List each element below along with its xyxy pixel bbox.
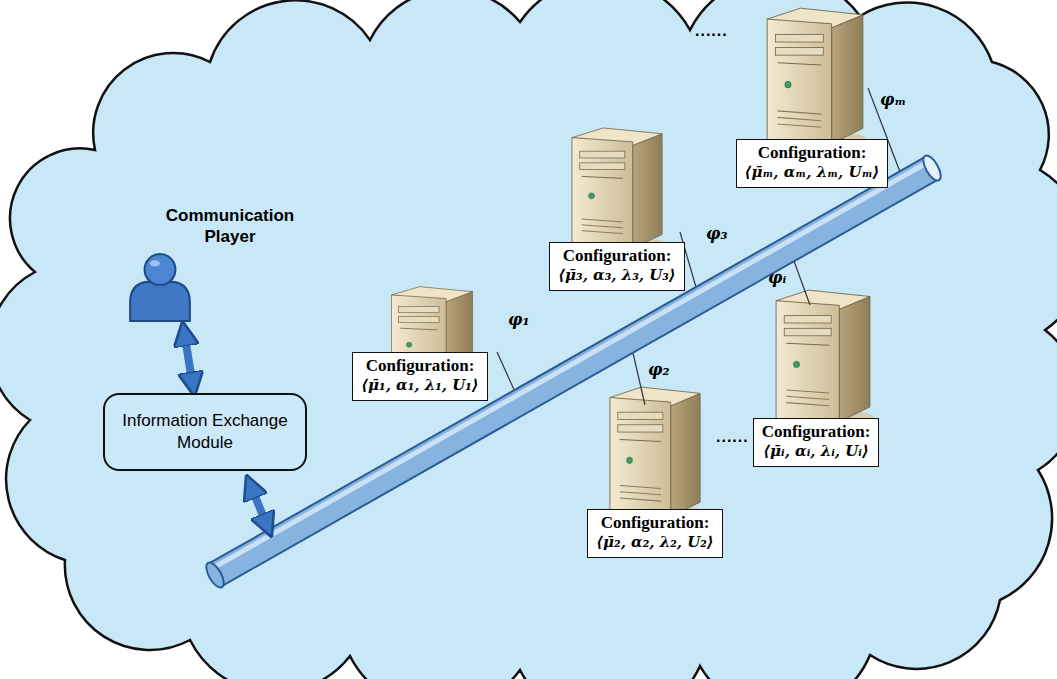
- config-heading: Configuration:: [762, 422, 871, 441]
- pipe: [203, 153, 944, 590]
- config-heading: Configuration:: [558, 246, 675, 265]
- exchange-arrow: [250, 484, 268, 528]
- config-tuple: ⟨μ̄₂, α₂, λ₂, U₂⟩: [596, 532, 713, 553]
- node-label: Communication Player: [160, 205, 300, 247]
- ellipsis-mark: ......: [695, 22, 728, 40]
- config-tuple: ⟨μ̄₁, α₁, λ₁, U₁⟩: [361, 375, 478, 396]
- configuration-box: Configuration:⟨μ̄ₘ, αₘ, λₘ, Uₘ⟩: [736, 139, 889, 188]
- link-label: φᵢ: [768, 268, 786, 287]
- config-tuple: ⟨μ̄ₘ, αₘ, λₘ, Uₘ⟩: [745, 162, 880, 183]
- ellipsis-mark: ......: [716, 428, 749, 446]
- person-icon: [124, 251, 196, 323]
- configuration-box: Configuration:⟨μ̄₃, α₃, λ₃, U₃⟩: [549, 242, 684, 291]
- link-label: φ₁: [508, 310, 529, 329]
- double-arrow: [184, 331, 193, 387]
- config-tuple: ⟨μ̄₃, α₃, λ₃, U₃⟩: [558, 265, 675, 286]
- node-label: Information Exchange Module: [105, 406, 305, 458]
- config-tuple: ⟨μ̄ᵢ, αᵢ, λᵢ, Uᵢ⟩: [762, 441, 871, 462]
- configuration-box: Configuration:⟨μ̄ᵢ, αᵢ, λᵢ, Uᵢ⟩: [753, 418, 880, 467]
- link-label: φ₂: [648, 360, 669, 379]
- link-label: φ₃: [706, 224, 727, 243]
- config-heading: Configuration:: [596, 513, 713, 532]
- config-heading: Configuration:: [361, 356, 478, 375]
- configuration-box: Configuration:⟨μ̄₁, α₁, λ₁, U₁⟩: [352, 352, 487, 401]
- player-node: Communication Player: [118, 205, 303, 325]
- link-lines: [497, 88, 905, 405]
- configuration-box: Configuration:⟨μ̄₂, α₂, λ₂, U₂⟩: [587, 509, 722, 558]
- module-box: Information Exchange Module: [103, 393, 307, 471]
- config-heading: Configuration:: [745, 143, 880, 162]
- link-label: φₘ: [880, 90, 906, 109]
